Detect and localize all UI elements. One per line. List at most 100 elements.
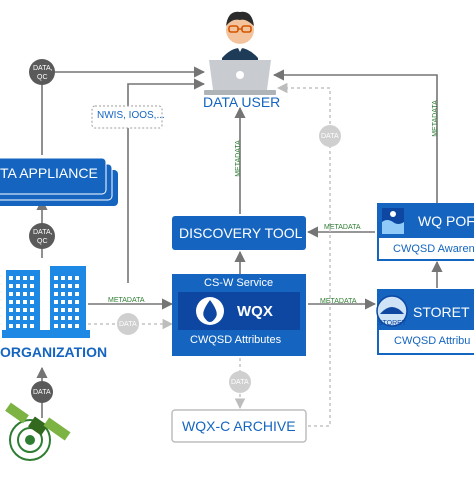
building-window [23,276,27,280]
metadata-portal-discovery-label: METADATA [324,224,361,231]
badge-data-wqx [229,371,251,393]
badge-data-qc-mid [29,223,55,249]
archive-label: WQX-C ARCHIVE [182,418,296,434]
building-window [9,276,13,280]
building-window [54,308,58,312]
edge-archive-to-user [276,82,331,427]
building-window [54,300,58,304]
badge-data-org [31,381,53,403]
building-window [9,324,13,328]
building-window [68,308,72,312]
wqx-attr-label: CWQSD Attributes [190,334,282,346]
edge-portal-to-user [272,69,438,203]
building-window [9,284,13,288]
edge-nwis-to-user [127,78,206,283]
badge-data-org-wqx-text: DATA [119,321,137,328]
building-window [61,308,65,312]
archive-box [171,409,307,443]
badge-data-qc-top-line1: DATA, [33,65,53,72]
building-window [68,300,72,304]
csw-label: CS-W Service [204,277,274,289]
building-window [68,284,72,288]
nwis-box [91,105,163,129]
building-window [23,300,27,304]
organization-label: ORGANIZATION [0,344,108,360]
building-window [30,316,34,320]
building-window [30,300,34,304]
portal-attr-label: CWQSD Awaren [393,243,474,255]
badge-data-qc-mid-line1: DATA, [33,229,53,236]
metadata-org-wqx-label: METADATA [108,297,145,304]
person-with-laptop-icon [204,11,276,95]
discovery-box [172,216,306,250]
building-window [75,276,79,280]
satellite-icon [5,402,71,461]
building-window [9,300,13,304]
building-window [16,308,20,312]
building-window [23,284,27,288]
building-window [68,324,72,328]
storet-label: STORET [413,304,470,320]
nwis-label: NWIS, IOOS,... [97,110,165,121]
appliance-box [0,157,107,195]
metadata-discovery-label: METADATA [234,140,242,177]
building-window [54,324,58,328]
building-window [23,324,27,328]
building-window [30,276,34,280]
badge-data-wqx-text: DATA [231,379,249,386]
building-window [61,324,65,328]
building-window [30,324,34,328]
portal-label: WQ POF [418,213,474,229]
building-window [54,292,58,296]
building-window [16,292,20,296]
building-window [61,292,65,296]
building-window [68,276,72,280]
building-window [9,308,13,312]
appliance-label: TA APPLIANCE [0,165,98,181]
building-window [30,292,34,296]
building-window [61,300,65,304]
building-window [9,292,13,296]
building-window [23,316,27,320]
building-window [68,316,72,320]
building-window [9,316,13,320]
building-window [54,276,58,280]
building-window [75,308,79,312]
building-window [16,276,20,280]
metadata-portal-up-label: METADATA [431,100,439,137]
water-waves-icon [382,208,404,234]
badge-data-qc-top-line2: QC [37,74,48,81]
building-window [54,284,58,288]
building-window [16,300,20,304]
building-window [61,284,65,288]
water-drop-icon [196,297,224,325]
building-window [75,300,79,304]
building-window [16,324,20,328]
building-window [16,284,20,288]
building-window [61,276,65,280]
badge-data-user-right [319,125,341,147]
badge-data-org-wqx [117,313,139,335]
building-window [16,316,20,320]
data-user-label: DATA USER [203,94,281,110]
building-window [23,292,27,296]
building-window [75,324,79,328]
storet-logo-icon: STORET [376,295,408,327]
building-window [30,308,34,312]
building-window [68,292,72,296]
metadata-wqx-storet-label: METADATA [320,298,357,305]
building-window [61,316,65,320]
badge-data-user-right-text: DATA [321,133,339,140]
badge-data-org-text: DATA [33,389,51,396]
building-window [75,292,79,296]
discovery-label: DISCOVERY TOOL [179,225,303,241]
badge-data-qc-top [29,59,55,85]
building-window [54,316,58,320]
building-window [75,284,79,288]
wqx-label: WQX [237,303,273,320]
building-window [30,284,34,288]
building-window [23,308,27,312]
building-window [75,316,79,320]
